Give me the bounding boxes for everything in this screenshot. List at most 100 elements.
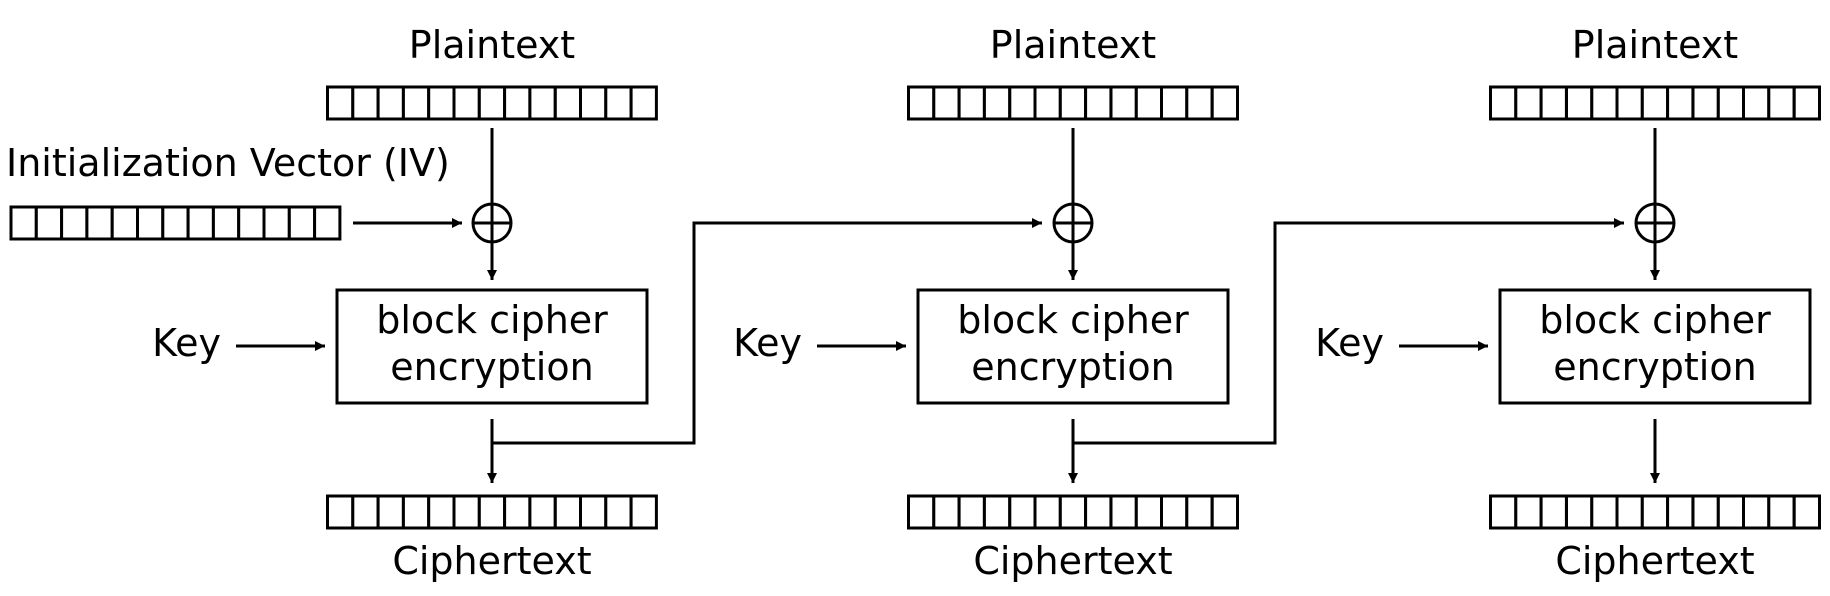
block-cipher-box [916,288,1230,405]
ciphertext-label: Ciphertext [973,539,1172,583]
ciphertext-label: Ciphertext [392,539,591,583]
register-cell [1514,85,1543,121]
block-cipher-box [1498,288,1812,405]
register-cell [503,494,532,530]
iv-register [9,205,342,241]
register-cell [136,205,165,241]
register-cell [1489,85,1518,121]
register-cell [503,85,532,121]
register-cell [186,205,215,241]
register-cell [1666,494,1695,530]
register-cell [1590,85,1619,121]
register-cell [1539,85,1568,121]
register-cell [60,205,89,241]
register-cell [1489,494,1518,530]
register-cell [1640,494,1670,530]
cipher-label-line2: encryption [971,345,1174,389]
register-cell [982,85,1012,121]
register-cell [1565,85,1594,121]
register-cell [401,494,431,530]
register-cell [211,205,241,241]
register-cell [1008,85,1037,121]
register-cell [376,494,405,530]
register-cell [1058,85,1088,121]
register-cell [326,494,355,530]
iv-label: Initialization Vector (IV) [6,141,450,185]
ciphertext-register [1489,494,1821,530]
cbc-block-2: Plaintext Key block cipher encryption Ci… [733,23,1239,583]
register-cell [452,494,481,530]
ciphertext-label: Ciphertext [1555,539,1754,583]
register-cell [427,494,456,530]
register-cell [1210,494,1239,530]
plaintext-register [326,85,658,121]
register-cell [1008,494,1037,530]
register-cell [1767,85,1796,121]
register-cell [1058,494,1088,530]
register-cell [1691,494,1720,530]
register-cell [629,85,658,121]
register-cell [1134,85,1164,121]
plaintext-label: Plaintext [1572,23,1738,67]
register-cell [427,85,456,121]
cbc-block-1: Plaintext Key block cipher encryption Ci… [152,23,658,583]
key-label: Key [733,321,802,365]
register-cell [982,494,1012,530]
register-cell [401,85,431,121]
register-cell [452,85,481,121]
register-cell [1691,85,1720,121]
register-cell [1084,85,1113,121]
register-cell [957,85,986,121]
register-cell [1185,85,1214,121]
plaintext-register [1489,85,1821,121]
register-cell [1084,494,1113,530]
register-cell [376,85,405,121]
register-cell [1716,494,1746,530]
register-cell [1767,494,1796,530]
register-cell [262,205,291,241]
register-cell [34,205,64,241]
register-cell [1615,494,1644,530]
register-cell [9,205,38,241]
register-cell [604,494,633,530]
register-cell [1210,85,1239,121]
cipher-label-line1: block cipher [957,298,1189,342]
register-cell [553,494,583,530]
register-cell [85,205,114,241]
cbc-block-3: Plaintext Key block cipher encryption Ci… [1315,23,1821,583]
register-cell [477,85,507,121]
register-cell [907,494,936,530]
register-cell [553,85,583,121]
register-cell [1742,85,1771,121]
register-cell [579,85,608,121]
register-cell [932,494,961,530]
register-cell [351,494,380,530]
key-label: Key [1315,321,1384,365]
register-cell [110,205,139,241]
plaintext-label: Plaintext [409,23,575,67]
register-cell [1033,85,1062,121]
ciphertext-register [326,494,658,530]
key-label: Key [152,321,221,365]
register-cell [1134,494,1164,530]
register-cell [1160,494,1189,530]
block-cipher-box [335,288,649,405]
register-cell [579,494,608,530]
register-cell [1033,494,1062,530]
register-cell [1640,85,1670,121]
chain-line-1 [492,218,1042,445]
register-cell [932,85,961,121]
register-cell [161,205,190,241]
register-cell [313,205,342,241]
chain-line-2 [1073,218,1624,445]
register-cell [1109,85,1138,121]
register-cell [1792,494,1821,530]
register-cell [237,205,266,241]
register-cell [1666,85,1695,121]
register-cell [528,85,557,121]
register-cell [1539,494,1568,530]
ciphertext-register [907,494,1239,530]
register-cell [1742,494,1771,530]
cipher-label-line1: block cipher [1539,298,1771,342]
